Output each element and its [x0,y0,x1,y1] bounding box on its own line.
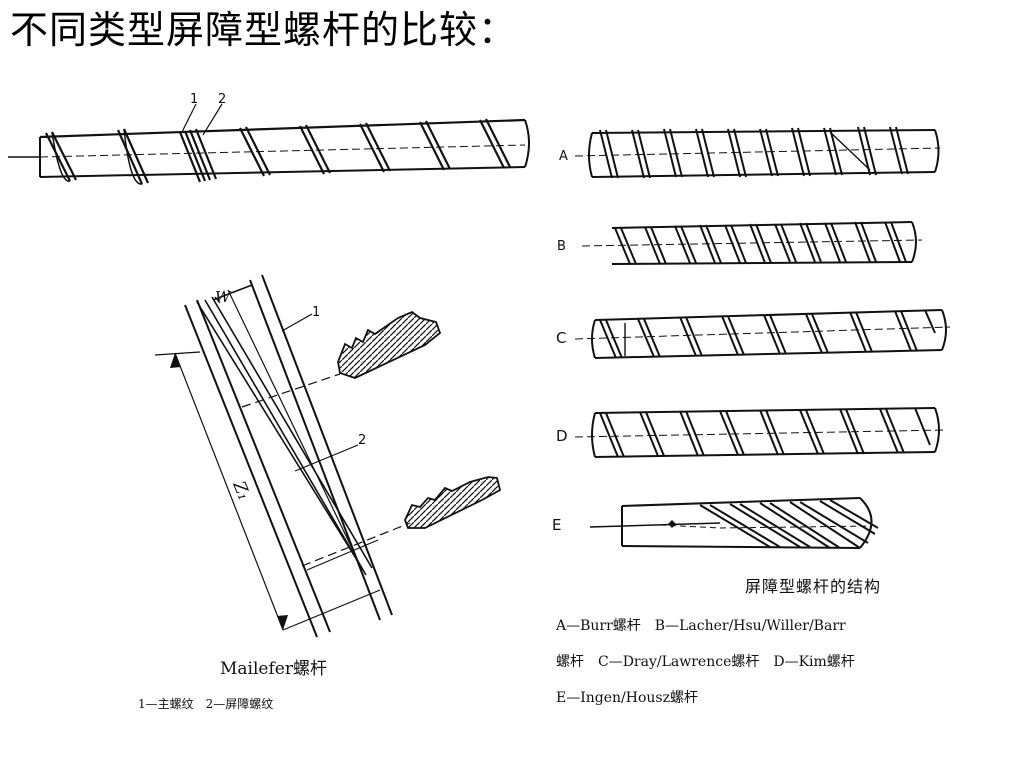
mailefer-width-label: W [215,288,232,306]
screw-variant-b [581,221,923,265]
screw-variant-d [574,407,946,458]
screw-variant-label-a: A [559,149,568,164]
mailefer-caption: Mailefer螺杆 [220,659,327,679]
screw-variants-legend-line-2: 螺杆 C—Dray/Lawrence螺杆 D—Kim螺杆 [556,654,855,670]
top-callout-1-line [181,103,197,133]
mailefer-callout-2: 2 [358,433,366,448]
slide-title: 不同类型屏障型螺杆的比较： [10,8,518,52]
top-screw-drawing [8,118,530,185]
screw-variants-legend-line-3: E—Ingen/Housz螺杆 [556,690,698,706]
screw-variant-a [574,126,941,179]
screw-variant-label-e: E [552,516,561,534]
mailefer-diagram [154,274,502,638]
top-screw-flights [45,118,511,185]
top-callout-2-line [202,103,223,136]
screw-variant-label-d: D [556,427,568,445]
screw-variants-figure-title: 屏障型螺杆的结构 [745,577,882,596]
screw-variants-legend-line-1: A—Burr螺杆 B—Lacher/Hsu/Willer/Barr [556,618,846,634]
top-callout-1: 1 [190,92,198,107]
screw-variant-label-b: B [557,239,566,254]
mailefer-legend: 1—主螺纹 2—屏障螺纹 [138,697,274,711]
mailefer-callout-1: 1 [312,305,320,320]
screw-variant-e [589,497,879,549]
screw-variant-label-c: C [556,329,566,347]
screw-variant-c [574,309,951,359]
top-callout-2: 2 [218,92,226,107]
